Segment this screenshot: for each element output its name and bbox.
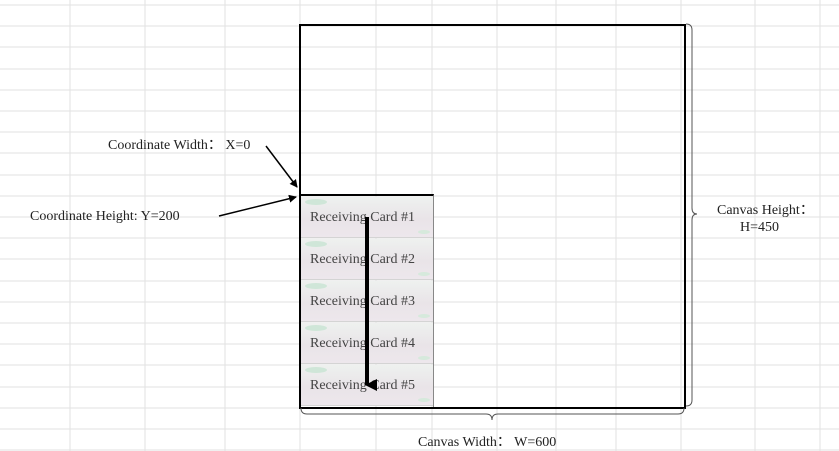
card-decoration <box>418 356 430 360</box>
receiving-card-label: Receiving Card #3 <box>310 294 415 309</box>
card-decoration <box>418 314 430 318</box>
receiving-card-label: Receiving Card #2 <box>310 252 415 267</box>
canvas-width-label: Canvas Width： W=600 <box>418 435 557 450</box>
canvas-frame <box>299 24 686 409</box>
canvas-height-label: Canvas Height： <box>717 203 814 218</box>
coordinate-height-label: Coordinate Height: Y=200 <box>30 209 180 224</box>
canvas-height-bracket <box>685 23 698 407</box>
card-decoration <box>418 398 430 402</box>
canvas-height-value: H=450 <box>740 220 780 235</box>
card-decoration <box>418 230 430 234</box>
card-decoration <box>305 325 327 331</box>
receiving-card-label: Receiving Card #1 <box>310 210 415 225</box>
canvas-width-bracket <box>300 407 685 421</box>
receiving-card-label: Receiving Card #5 <box>310 378 415 393</box>
coordinate-width-label: Coordinate Width： X=0 <box>108 138 251 153</box>
receiving-cards-region <box>299 194 434 407</box>
coordinate-height-arrow <box>218 194 297 217</box>
card-decoration <box>305 367 327 373</box>
card-decoration <box>305 241 327 247</box>
coordinate-width-arrow <box>265 145 298 188</box>
card-decoration <box>305 283 327 289</box>
receiving-card-label: Receiving Card #4 <box>310 336 415 351</box>
card-decoration <box>418 272 430 276</box>
card-decoration <box>305 199 327 205</box>
